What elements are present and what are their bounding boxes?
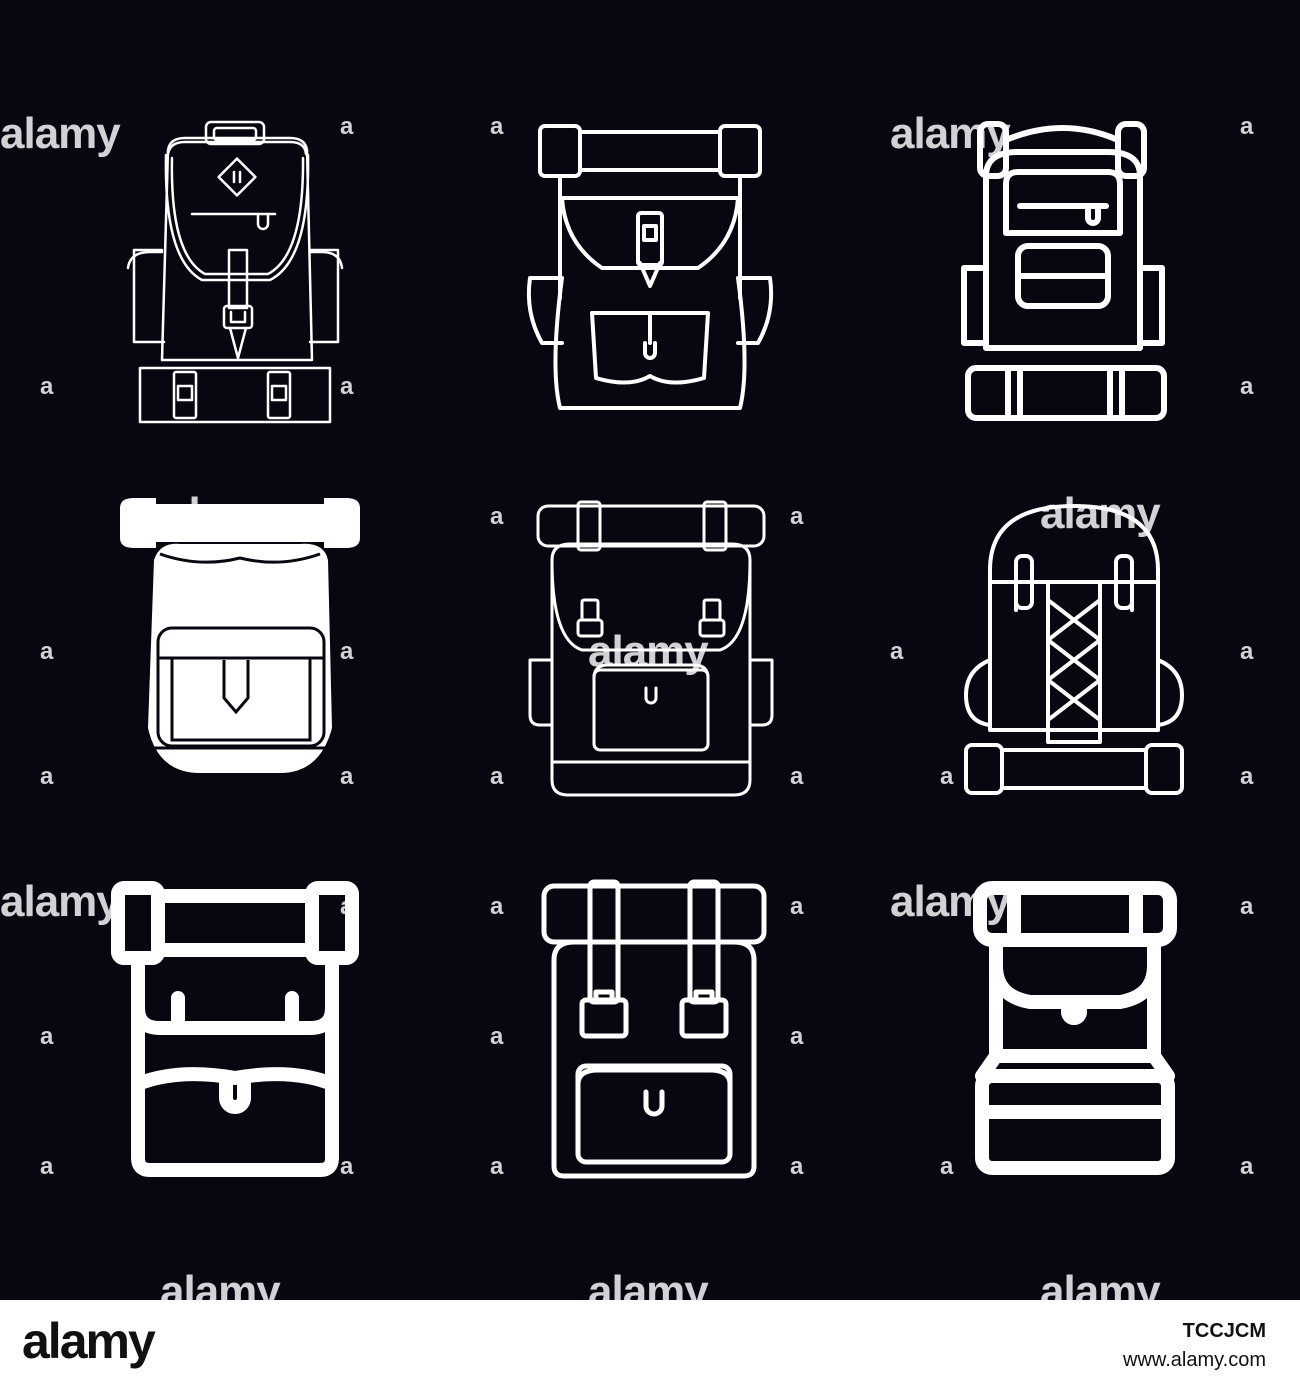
watermark-a: a xyxy=(940,1153,954,1180)
watermark-a: a xyxy=(490,503,504,530)
backpack-icon-5 xyxy=(528,500,774,797)
watermark-a: a xyxy=(490,893,504,920)
watermark-a: a xyxy=(1240,113,1254,140)
watermark-a: a xyxy=(1240,763,1254,790)
backpack-icon-9 xyxy=(973,881,1177,1175)
watermark-a: a xyxy=(790,893,804,920)
backpack-icon-8 xyxy=(541,879,767,1179)
backpack-icon-1 xyxy=(126,120,344,424)
watermark-a: a xyxy=(40,1153,54,1180)
watermark-a: a xyxy=(890,638,904,665)
watermark-a: a xyxy=(490,113,504,140)
watermark-a: a xyxy=(1240,373,1254,400)
watermark-a: a xyxy=(40,1023,54,1050)
image-id: TCCJCM xyxy=(1182,1320,1266,1342)
watermark-alamy: alamy xyxy=(160,1267,281,1301)
backpack-icon-7 xyxy=(111,881,359,1177)
backpack-icon-2 xyxy=(526,124,774,410)
watermark-a: a xyxy=(40,763,54,790)
backpack-icon-4 xyxy=(120,498,360,773)
watermark-a: a xyxy=(1240,1153,1254,1180)
watermark-a: a xyxy=(790,503,804,530)
site-url[interactable]: www.alamy.com xyxy=(1123,1349,1266,1371)
watermark-a: a xyxy=(490,1023,504,1050)
watermark-alamy: alamy xyxy=(1040,1267,1161,1301)
watermark-alamy: alamy xyxy=(0,109,121,158)
footer-info: TCCJCM www.alamy.com xyxy=(1123,1320,1266,1372)
watermark-a: a xyxy=(790,763,804,790)
icon-grid-stage: alamy alamy alamy alamy alamy alamy alam… xyxy=(0,0,1300,1300)
watermark-a: a xyxy=(40,638,54,665)
watermark-a: a xyxy=(940,763,954,790)
alamy-logo[interactable]: alamy xyxy=(22,1313,156,1369)
watermark-a: a xyxy=(790,1153,804,1180)
watermark-a: a xyxy=(790,1023,804,1050)
watermark-a: a xyxy=(490,1153,504,1180)
backpack-icon-3 xyxy=(961,121,1167,421)
watermark-a: a xyxy=(1240,893,1254,920)
stock-footer: alamy TCCJCM www.alamy.com xyxy=(0,1300,1300,1390)
watermark-a: a xyxy=(1240,638,1254,665)
watermark-alamy: alamy xyxy=(0,877,121,926)
watermark-alamy: alamy xyxy=(588,1267,709,1301)
backpack-icon-6 xyxy=(964,504,1184,795)
watermark-a: a xyxy=(490,763,504,790)
watermark-a: a xyxy=(40,373,54,400)
